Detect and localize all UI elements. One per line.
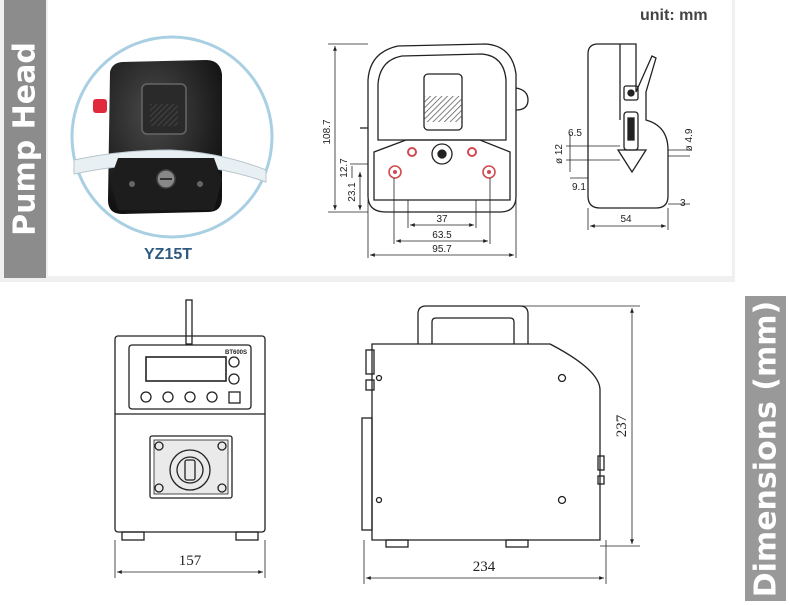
pump-body-front-drawing	[114, 299, 266, 578]
pump-head-front-drawing	[328, 43, 529, 258]
head-w-outer-dim: 95.7	[432, 244, 452, 255]
body-width-dim: 157	[179, 553, 202, 569]
side-gap-dim: 9.1	[572, 182, 586, 193]
head-height-dim: 108.7	[322, 119, 333, 144]
pump-head-tab: Pump Head	[4, 0, 46, 278]
pump-body-side-drawing	[361, 305, 640, 584]
pump-head-photo	[70, 35, 274, 239]
controller-brand: BT600S	[225, 350, 247, 356]
latch-button-icon	[93, 99, 107, 113]
dimensions-tab: Dimensions (mm)	[745, 296, 786, 601]
body-height-dim: 237	[614, 414, 630, 437]
head-w-inner-dim: 37	[436, 214, 448, 225]
side-d-inner-dim: 6.5	[568, 128, 582, 139]
unit-label: unit: mm	[640, 7, 708, 24]
side-depth-dim: 54	[620, 214, 632, 225]
head-w-mid-dim: 63.5	[432, 230, 452, 241]
model-label: YZ15T	[144, 246, 193, 263]
side-lip-dim: 3	[680, 198, 686, 209]
side-d-small-dim: ø 4.9	[684, 128, 695, 151]
pump-head-side-drawing	[566, 43, 690, 230]
side-d-tube-dim: ø 12	[554, 144, 565, 164]
body-depth-dim: 234	[473, 559, 496, 575]
head-offset-b-dim: 23.1	[347, 182, 358, 202]
head-offset-a-dim: 12.7	[339, 158, 350, 178]
